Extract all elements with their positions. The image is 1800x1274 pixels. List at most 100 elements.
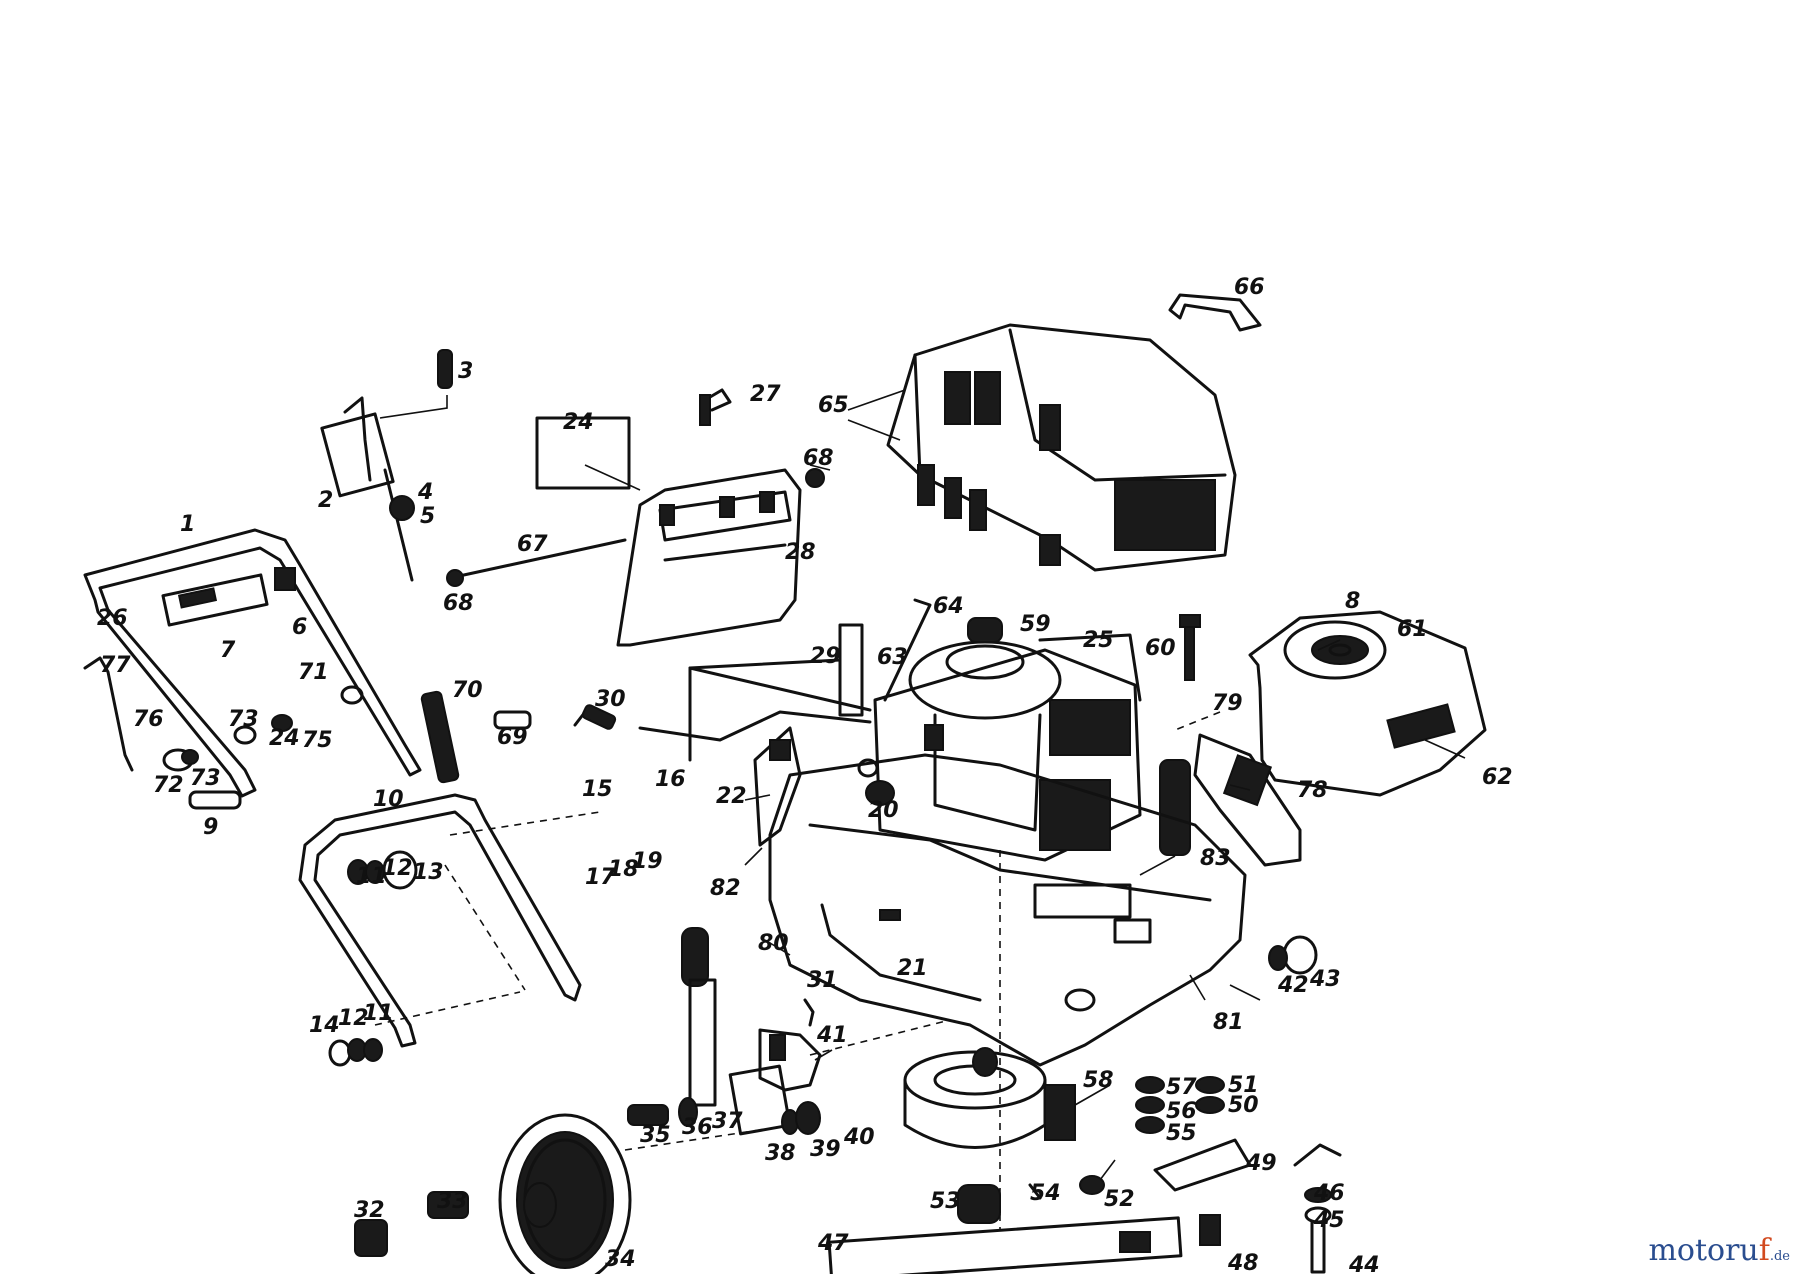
callout-label: 35 [640,1123,671,1148]
callout-label: 81 [1213,1010,1244,1035]
callout-label: 43 [1309,967,1341,992]
callout-label: 64 [933,594,964,619]
callout-label: 66 [1234,275,1265,300]
callout-label: 49 [1245,1151,1277,1176]
callout-label: 12 [338,1006,369,1031]
callout-label: 22 [716,784,747,809]
callout-label: 17 [585,865,616,890]
callout-label: 28 [785,540,816,565]
callout-label: 68 [443,591,474,616]
callouts: 1 2 3 4 5 6 7 8 9 10 11 12 13 14 12 11 1… [97,275,1513,1274]
callout-label: 40 [843,1125,875,1150]
callout-label: 18 [608,857,639,882]
callout-label: 57 [1166,1075,1197,1100]
callout-label: 39 [810,1137,841,1162]
callout-label: 8 [1345,589,1360,614]
callout-label: 3 [458,359,473,384]
callout-label: 37 [712,1109,743,1134]
callout-label: 9 [203,815,218,840]
callout-label: 83 [1200,846,1231,871]
callout-label: 76 [133,707,164,732]
handle-small-parts [83,349,532,1067]
callout-label: 33 [437,1189,468,1214]
height-adjuster [627,927,951,1136]
callout-label: 12 [382,856,413,881]
callout-label: 42 [1277,973,1309,998]
callout-label: 79 [1212,691,1243,716]
callout-label: 62 [1482,765,1513,790]
callout-label: 11 [363,1001,394,1026]
callout-label: 14 [309,1013,340,1038]
leader-lines [744,389,1466,1181]
callout-label: 77 [100,653,131,678]
callout-label: 41 [816,1023,848,1048]
callout-label: 51 [1228,1073,1259,1098]
callout-label: 50 [1228,1093,1259,1118]
callout-label: 67 [517,532,548,557]
watermark-tld: .de [1769,1249,1790,1264]
callout-label: 80 [758,931,789,956]
grass-catcher [886,293,1262,572]
callout-label: 26 [97,606,128,631]
callout-label: 52 [1104,1187,1135,1212]
callout-label: 38 [765,1141,796,1166]
callout-label: 69 [497,725,528,750]
watermark-main: motoru [1648,1233,1759,1268]
callout-label: 6 [292,615,307,640]
callout-label: 24 [563,410,594,435]
callout-label: 65 [818,393,849,418]
callout-label: 21 [897,956,928,981]
lower-handle [298,793,601,1048]
callout-label: 47 [817,1231,849,1256]
mower-deck [753,726,1247,1230]
callout-label: 56 [1166,1099,1197,1124]
blade-assembly [827,1047,1342,1274]
callout-label: 68 [803,446,834,471]
callout-label: 53 [930,1189,961,1214]
callout-label: 27 [750,382,781,407]
engine-cover [1179,610,1487,867]
callout-label: 48 [1227,1251,1259,1274]
callout-label: 71 [298,660,329,685]
callout-label: 78 [1297,778,1328,803]
callout-label: 60 [1145,636,1176,661]
callout-label: 24 [269,726,300,751]
bag-frame [446,388,872,762]
callout-label: 10 [373,787,404,812]
engine [873,598,1191,862]
callout-label: 36 [682,1115,713,1140]
watermark-logo: motoruf.de [1648,1236,1790,1266]
callout-label: 31 [807,968,838,993]
callout-label: 45 [1313,1208,1345,1233]
callout-label: 73 [190,766,221,791]
callout-label: 30 [595,687,626,712]
callout-label: 29 [810,644,841,669]
watermark-accent: f [1758,1233,1770,1268]
callout-label: 2 [318,488,333,513]
upper-handle [83,528,422,798]
callout-label: 11 [356,864,387,889]
callout-label: 19 [632,849,663,874]
callout-label: 44 [1348,1253,1380,1274]
callout-label: 13 [413,860,444,885]
callout-label: 70 [452,678,483,703]
callout-label: 63 [877,645,908,670]
callout-label: 72 [153,773,184,798]
callout-label: 32 [354,1198,385,1223]
callout-label: 59 [1020,612,1051,637]
callout-label: 4 [417,480,433,505]
callout-label: 46 [1313,1181,1345,1206]
callout-label: 55 [1166,1121,1197,1146]
callout-label: 1 [180,512,195,537]
callout-label: 73 [228,707,259,732]
callout-label: 54 [1030,1181,1061,1206]
callout-label: 34 [605,1247,636,1272]
callout-label: 61 [1397,617,1428,642]
wheel [354,1113,761,1274]
callout-label: 20 [868,798,899,823]
callout-label: 5 [420,504,435,529]
callout-label: 58 [1083,1068,1114,1093]
callout-label: 16 [655,767,686,792]
callout-label: 82 [710,876,741,901]
